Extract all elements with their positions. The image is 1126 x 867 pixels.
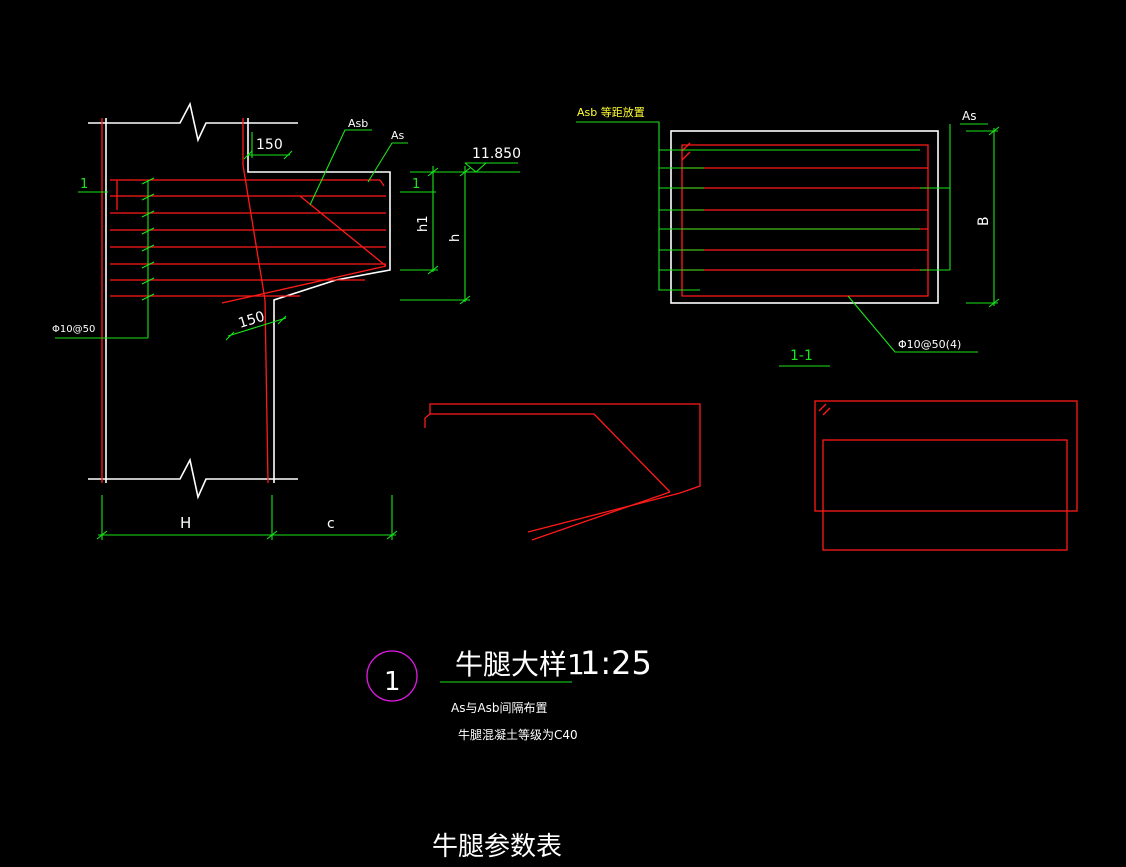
- dim-B-label: B: [976, 216, 992, 226]
- dim-H-c: H c: [96, 495, 398, 540]
- section-outline: [670, 130, 939, 304]
- stirrup-label: Φ10@50: [52, 324, 95, 335]
- section-mark-right-label: 1: [412, 177, 420, 192]
- section-asb-leaders: Asb 等距放置: [576, 105, 920, 291]
- dim-B: B: [966, 126, 1000, 308]
- label-asb: Asb: [348, 117, 368, 130]
- dim-h-label: h: [448, 234, 463, 242]
- title-scale: 1:25: [580, 644, 652, 682]
- dim-h-h1: 1 h1 h: [400, 166, 471, 305]
- section-title: 1-1: [779, 348, 830, 367]
- leader-asb: Asb: [309, 117, 372, 206]
- section-asb-note: Asb 等距放置: [577, 105, 645, 119]
- section-as-leader: As: [920, 109, 988, 271]
- elevation-label: 11.850: [472, 146, 521, 162]
- title-index: 1: [384, 667, 401, 697]
- dim-150-bottom-label: 150: [236, 309, 266, 332]
- parameter-table-title: 牛腿参数表: [432, 832, 562, 862]
- title-block: 1 牛腿大样1 1:25 As与Asb间隔布置 牛腿混凝土等级为C40: [366, 644, 652, 742]
- corbel-top-bars: [110, 179, 387, 304]
- section-stirrup-leader: Φ10@50(4): [847, 295, 978, 353]
- dim-150-top-label: 150: [256, 137, 283, 153]
- dim-150-top: 150: [243, 132, 293, 160]
- bar-shape-stirrup: [814, 400, 1078, 551]
- title-main: 牛腿大样1: [455, 648, 585, 681]
- dim-H-label: H: [180, 514, 191, 532]
- title-note-1: As与Asb间隔布置: [451, 701, 548, 715]
- title-note-2: 牛腿混凝土等级为C40: [458, 727, 578, 742]
- section-stirrup-label: Φ10@50(4): [898, 338, 961, 351]
- column-rebar: [101, 118, 269, 484]
- dim-c-label: c: [327, 516, 335, 532]
- dim-h1-label: h1: [416, 215, 431, 232]
- stirrup-ticks: [55, 177, 155, 339]
- dim-150-bottom: 150: [225, 309, 287, 341]
- section-mark-left-label: 1: [80, 177, 88, 192]
- label-as: As: [391, 129, 405, 142]
- section-mark-left: 1: [78, 177, 108, 193]
- bar-shape-inclined: [424, 403, 701, 541]
- leader-as: As: [367, 129, 408, 183]
- section-title-label: 1-1: [790, 348, 813, 364]
- column-outline: [88, 101, 391, 500]
- section-as-label: As: [962, 109, 976, 123]
